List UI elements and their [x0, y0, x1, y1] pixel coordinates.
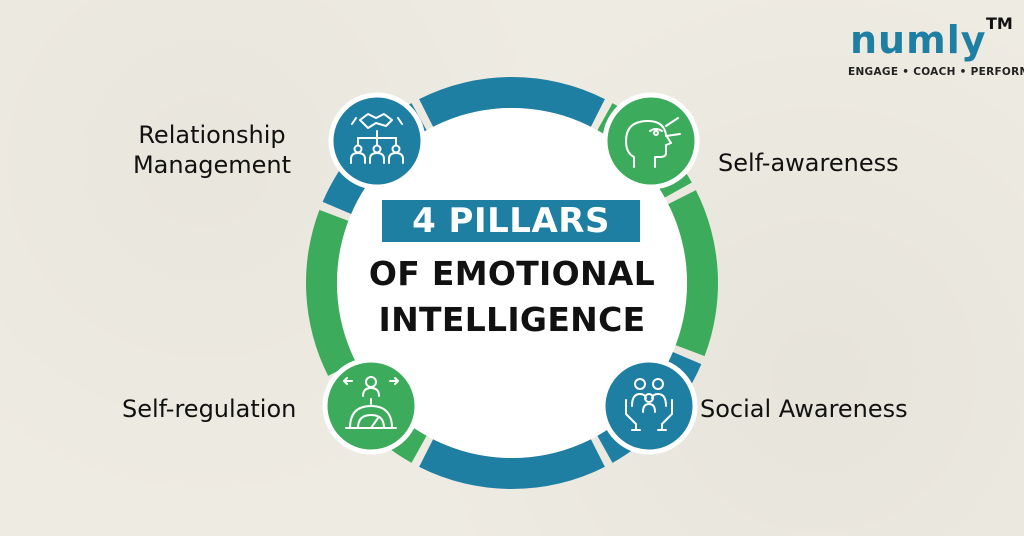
label-social-awareness: Social Awareness	[700, 395, 908, 423]
social-awareness-icon-badge	[600, 357, 698, 455]
self-awareness-icon-badge	[602, 92, 700, 190]
logo-trademark: TM	[986, 14, 1013, 33]
label-relationship-management: Relationship Management	[132, 121, 292, 179]
logo-tagline: ENGAGE • COACH • PERFORM℠	[848, 66, 1024, 78]
center-title-badge: 4 PILLARS	[382, 200, 640, 242]
logo-wordmark: numly	[850, 18, 987, 62]
center-disc	[337, 108, 687, 458]
head-eye-icon	[625, 117, 681, 168]
ring-segment	[668, 190, 718, 357]
center-subtitle-line-2: INTELLIGENCE	[378, 300, 646, 339]
family-hands-icon	[625, 378, 673, 431]
label-self-awareness: Self-awareness	[718, 149, 899, 177]
center-subtitle-line-1: OF EMOTIONAL	[368, 254, 656, 293]
ring-segment	[419, 77, 605, 127]
numly-logo: numly TM ENGAGE • COACH • PERFORM℠	[848, 14, 1024, 84]
label-self-regulation: Self-regulation	[122, 395, 297, 423]
ring-segment	[419, 439, 605, 489]
handshake-team-icon	[350, 113, 404, 164]
ring-segment	[306, 209, 356, 376]
person-gauge-icon	[343, 376, 399, 429]
relationship-icon-badge	[328, 92, 426, 190]
self-regulation-icon-badge	[322, 357, 420, 455]
